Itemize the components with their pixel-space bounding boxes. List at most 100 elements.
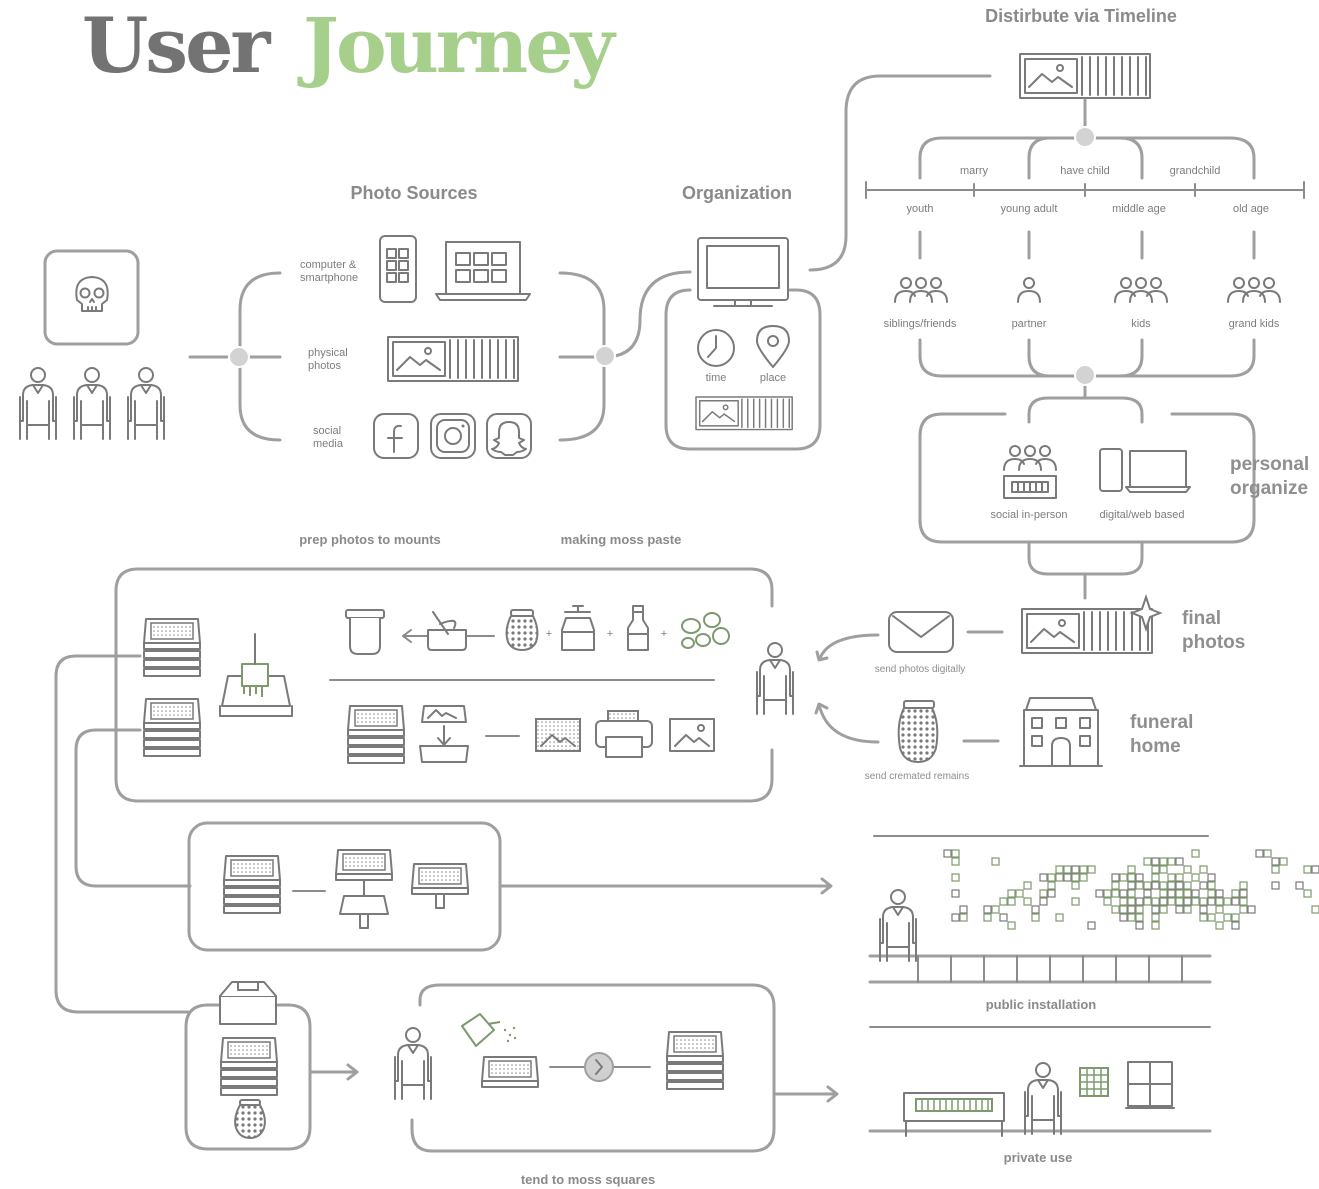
public-installation-label: public installation: [986, 997, 1097, 1012]
stage-ticks: [918, 230, 1256, 260]
source-computer-line2: smartphone: [300, 272, 358, 284]
moss-square: [1039, 897, 1048, 906]
moss-square: [1151, 873, 1160, 882]
urn-icon: [505, 609, 539, 652]
organization-to-timeline-connector: [808, 74, 992, 272]
source-computer-line1: computer &: [300, 259, 357, 271]
moss-square: [1135, 873, 1144, 882]
bench-icon: [903, 1092, 1005, 1137]
urn-icon: [234, 1099, 266, 1140]
moss-square: [1279, 857, 1288, 866]
moss-square: [991, 905, 1000, 914]
person-icon: [127, 367, 165, 440]
moss-square: [1159, 865, 1168, 874]
funeral-home-line1: funeral: [1130, 712, 1193, 733]
moss-square: [1087, 865, 1096, 874]
moss-square: [1079, 865, 1088, 874]
group-icon: [1227, 277, 1281, 303]
group-icon: [1003, 445, 1057, 471]
moss-square: [1119, 889, 1128, 898]
final-photos-line2: photos: [1182, 632, 1245, 653]
organization-panel: [664, 288, 822, 451]
moss-square: [959, 905, 968, 914]
moss-square: [1231, 889, 1240, 898]
building-icon: [1019, 697, 1103, 767]
group-icon: [894, 277, 948, 303]
moss-square: [1135, 881, 1144, 890]
personal-organize-line1: personal: [1230, 454, 1309, 475]
moss-square: [1223, 897, 1232, 906]
source-social-line1: social: [313, 425, 341, 437]
moss-square: [1239, 881, 1248, 890]
event-label: have child: [1060, 165, 1110, 177]
moss-tray-stack: [144, 619, 200, 676]
moss-square: [1175, 905, 1184, 914]
flour-jar-icon: [561, 605, 595, 651]
moss-square: [1215, 897, 1224, 906]
moss-square: [1151, 897, 1160, 906]
person-icon: [756, 642, 794, 715]
moss-square: [1143, 857, 1152, 866]
moss-square: [1079, 873, 1088, 882]
milk-bottle-icon: [627, 605, 649, 651]
people-label: partner: [1012, 318, 1047, 330]
moss-square: [1191, 873, 1200, 882]
person-icon: [19, 367, 57, 440]
moss-square: [1223, 913, 1232, 922]
moss-square-grid: [943, 849, 1319, 930]
people-label: grand kids: [1229, 318, 1280, 330]
moss-square: [1159, 905, 1168, 914]
moss-square: [1207, 881, 1216, 890]
moss-square: [1207, 873, 1216, 882]
photo-strip-icon: [1021, 608, 1153, 654]
moss-square: [1303, 865, 1312, 874]
moss-paste-heading: making moss paste: [561, 532, 682, 547]
envelope-icon: [888, 611, 954, 653]
source-physical-line1: physical: [308, 347, 348, 359]
timeline-bracket-top: [918, 98, 1256, 180]
moss-square: [1127, 913, 1136, 922]
plus-sign: +: [546, 628, 552, 640]
mounted-tray-icon: [411, 863, 469, 909]
sources-to-organization-connector: [558, 270, 692, 442]
org-time-label: time: [706, 372, 727, 384]
moss-square: [1023, 897, 1032, 906]
moss-square: [1167, 881, 1176, 890]
moss-square: [1135, 921, 1144, 930]
org-place-label: place: [760, 372, 786, 384]
arrow-to-person: [814, 702, 880, 744]
moss-square: [1111, 889, 1120, 898]
event-label: grandchild: [1170, 165, 1221, 177]
moss-tray-stack: [221, 1038, 277, 1095]
tend-panel: [410, 983, 776, 1153]
moss-square: [1183, 905, 1192, 914]
moss-square: [1127, 897, 1136, 906]
tend-heading: tend to moss squares: [521, 1172, 655, 1187]
moss-square: [1015, 889, 1024, 898]
snapchat-icon: [486, 413, 532, 459]
moss-square: [1055, 913, 1064, 922]
moss-square: [1183, 881, 1192, 890]
arrow-to-tend: [310, 1063, 359, 1081]
moss-square: [1063, 865, 1072, 874]
moss-square: [1151, 865, 1160, 874]
moss-tray-icon: [481, 1056, 539, 1088]
moss-square: [1175, 881, 1184, 890]
distribute-heading: Distirbute via Timeline: [985, 6, 1177, 26]
group-icon: [1114, 277, 1168, 303]
moss-square: [1151, 881, 1160, 890]
moss-square: [983, 905, 992, 914]
moss-square: [1127, 873, 1136, 882]
moss-square: [1159, 857, 1168, 866]
moss-square: [1183, 897, 1192, 906]
box-icon: [219, 981, 277, 1025]
speckled-photo-icon: [535, 718, 581, 752]
personal-organize-line2: organize: [1230, 478, 1308, 499]
person-outline-icon: [1017, 277, 1041, 303]
moss-square: [1247, 905, 1256, 914]
moss-square: [943, 849, 952, 858]
clock-icon: [697, 329, 735, 367]
stage-label: young adult: [1001, 203, 1058, 215]
person-icon: [73, 367, 111, 440]
moss-square: [1111, 905, 1120, 914]
